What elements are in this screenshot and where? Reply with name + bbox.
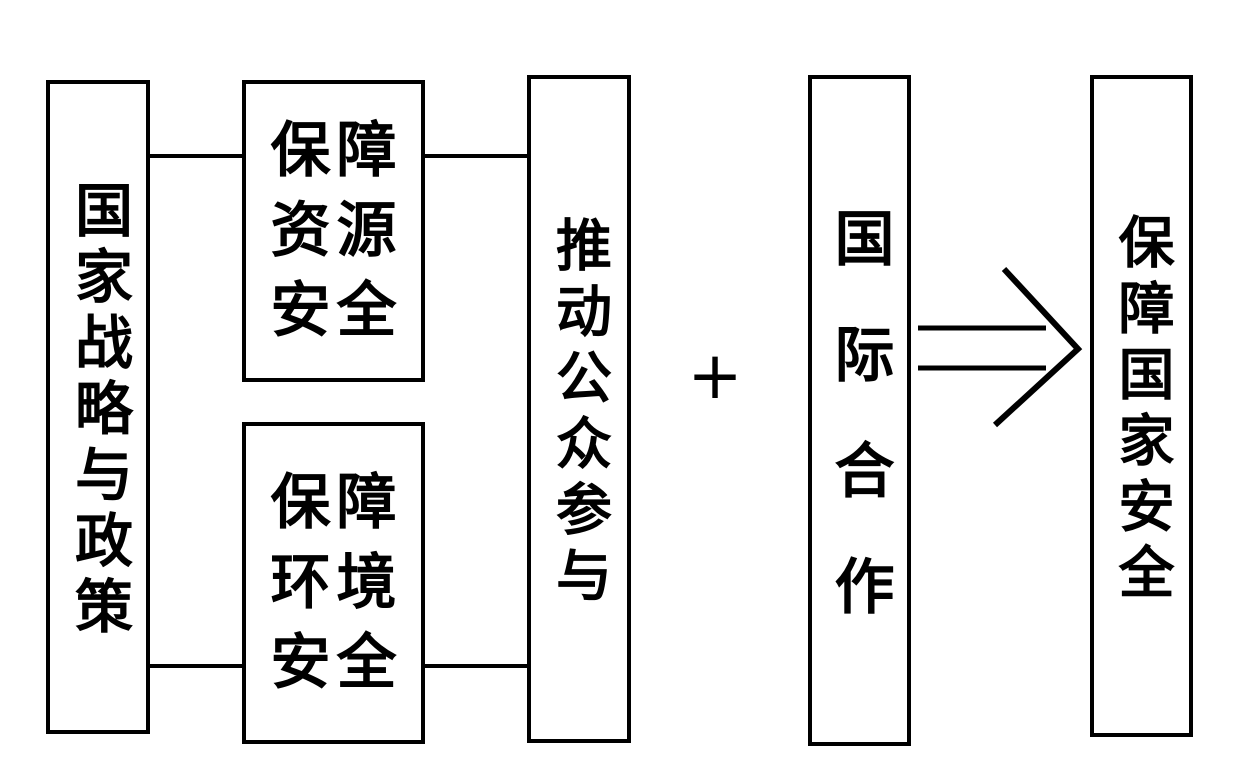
box-promote-public-participation: 推动公众参与: [527, 75, 631, 743]
connector-environment-to-participation: [425, 664, 527, 668]
box-national-strategy-policy: 国家战略与政策: [46, 80, 150, 734]
box-label: 保障 资源 安全: [270, 118, 403, 344]
connector-strategy-to-environment: [150, 664, 242, 668]
box-label: 推动公众参与: [547, 216, 610, 612]
box-label: 国家战略与政策: [66, 180, 131, 642]
connector-strategy-to-resource: [150, 154, 242, 158]
box-label: 保障 环境 安全: [270, 470, 403, 696]
box-safeguard-resource-security: 保障 资源 安全: [242, 80, 425, 382]
plus-sign: +: [687, 337, 743, 414]
box-label: 国际合作: [826, 206, 892, 671]
double-arrow-icon: [918, 266, 1083, 428]
box-international-cooperation: 国际合作: [808, 75, 911, 746]
box-label: 保障国家安全: [1110, 213, 1172, 609]
box-safeguard-environment-security: 保障 环境 安全: [242, 422, 425, 744]
box-safeguard-national-security: 保障国家安全: [1090, 75, 1193, 737]
connector-resource-to-participation: [425, 154, 527, 158]
